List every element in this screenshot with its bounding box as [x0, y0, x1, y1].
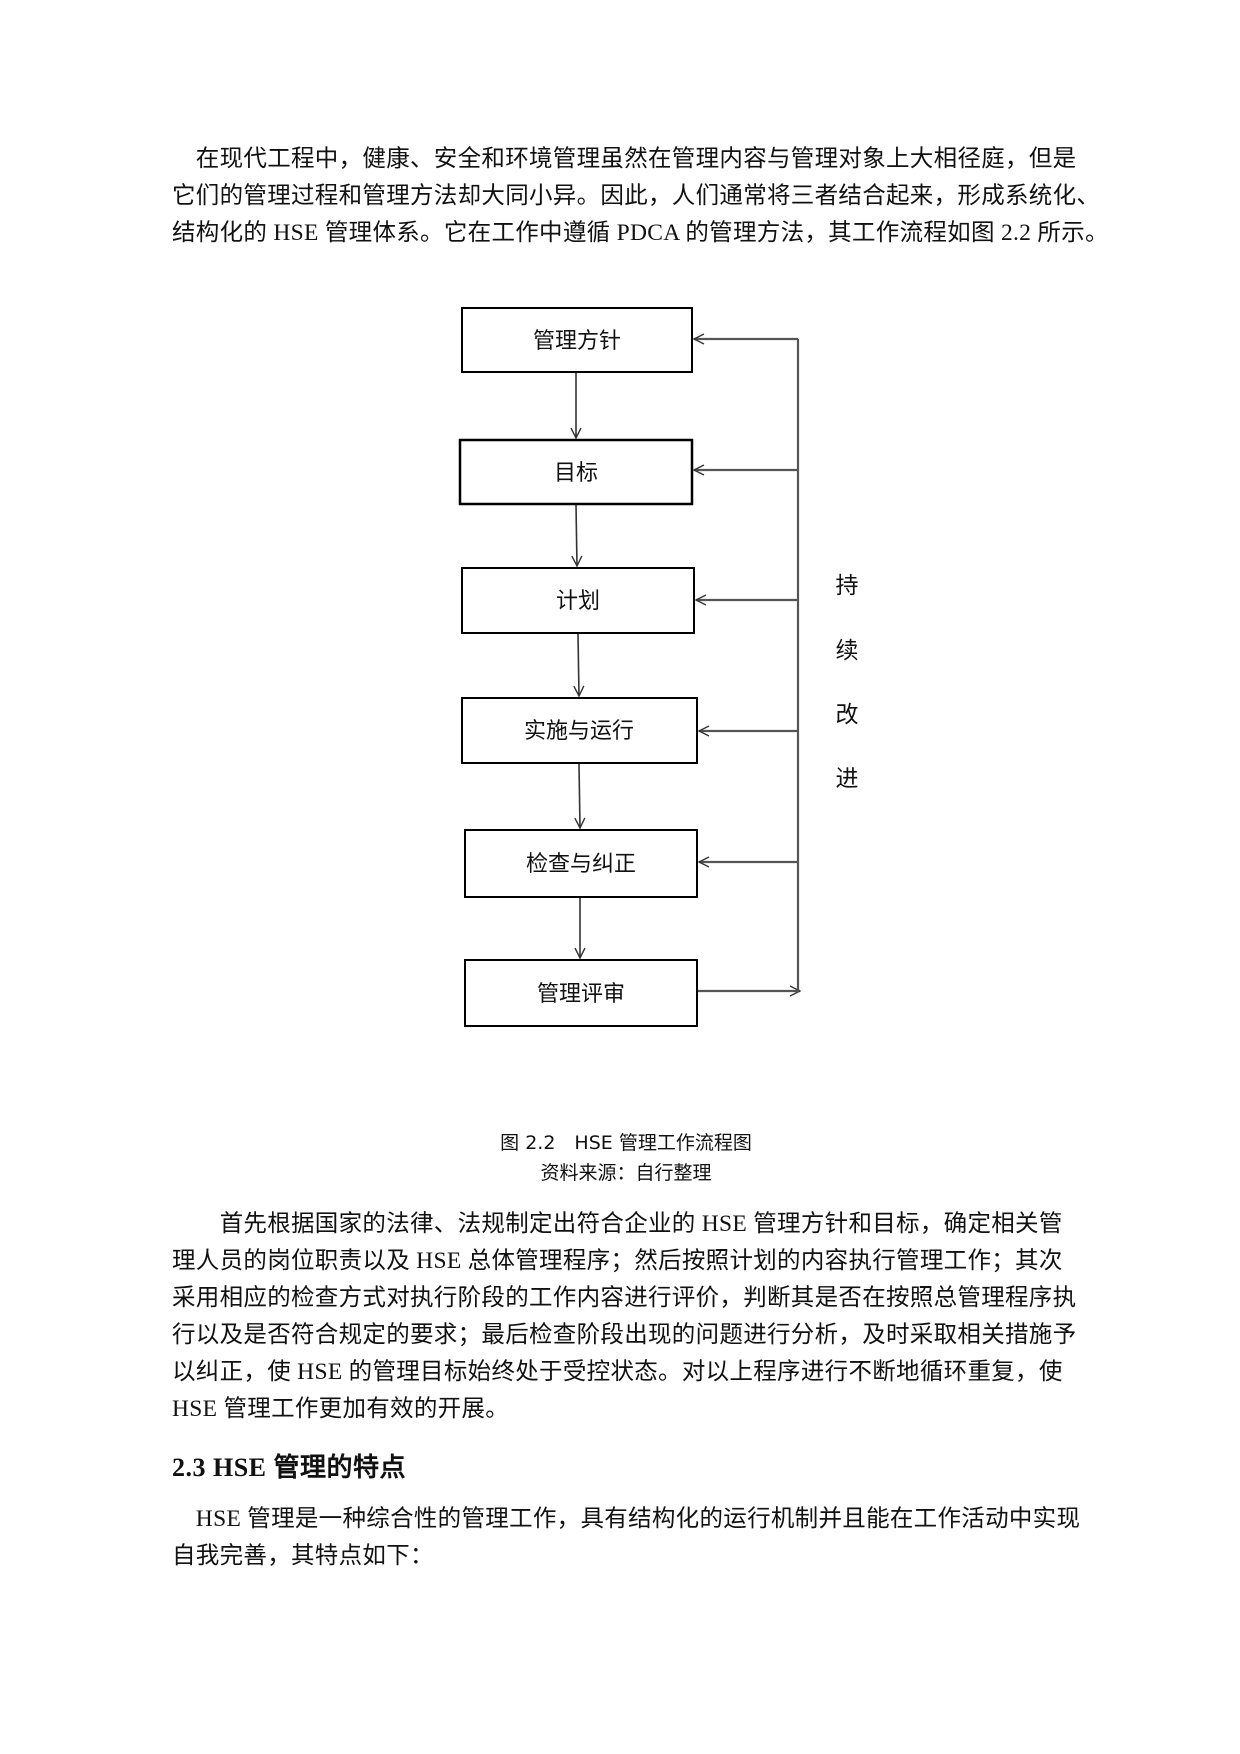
down-arrows	[576, 373, 580, 958]
box-label: 管理评审	[537, 982, 625, 1007]
side-label-char: 持	[836, 573, 859, 599]
text-line: HSE 管理是一种综合性的管理工作，具有结构化的运行机制并且能在工作活动中实现	[172, 1506, 1081, 1532]
features-paragraph: HSE 管理是一种综合性的管理工作，具有结构化的运行机制并且能在工作活动中实现 …	[172, 1501, 1122, 1575]
flow-box-implementation: 实施与运行	[461, 697, 698, 764]
flow-box-review: 管理评审	[464, 959, 698, 1027]
figure-source: 资料来源：自行整理	[540, 1162, 712, 1184]
text-line: 采用相应的检查方式对执行阶段的工作内容进行评价，判断其是否在按照总管理程序执	[172, 1285, 1077, 1311]
box-label: 检查与纠正	[526, 852, 636, 877]
intro-paragraph: 在现代工程中，健康、安全和环境管理虽然在管理内容与管理对象上大相径庭，但是 它们…	[172, 141, 1122, 252]
flow-box-policy: 管理方针	[461, 307, 693, 373]
text-line: 以纠正，使 HSE 的管理目标始终处于受控状态。对以上程序进行不断地循环重复，使	[172, 1359, 1063, 1385]
text-line: 首先根据国家的法律、法规制定出符合企业的 HSE 管理方针和目标，确定相关管	[172, 1211, 1063, 1237]
text-line: 结构化的 HSE 管理体系。它在工作中遵循 PDCA 的管理方法，其工作流程如图…	[172, 220, 1109, 246]
side-label-char: 进	[836, 766, 859, 792]
text-line: HSE 管理工作更加有效的开展。	[172, 1396, 510, 1422]
text-line: 在现代工程中，健康、安全和环境管理虽然在管理内容与管理对象上大相径庭，但是	[172, 146, 1077, 172]
box-label: 计划	[556, 589, 600, 614]
section-heading: 2.3 HSE 管理的特点	[172, 1453, 407, 1482]
box-label: 管理方针	[533, 329, 621, 354]
process-paragraph: 首先根据国家的法律、法规制定出符合企业的 HSE 管理方针和目标，确定相关管 理…	[172, 1206, 1122, 1428]
box-label: 目标	[554, 461, 598, 486]
text-line: 它们的管理过程和管理方法却大同小异。因此，人们通常将三者结合起来，形成系统化、	[172, 183, 1101, 209]
figure-caption: 图 2.2 HSE 管理工作流程图	[500, 1132, 752, 1154]
side-label-char: 续	[836, 638, 859, 664]
flow-box-checking: 检查与纠正	[464, 829, 698, 898]
text-line: 理人员的岗位职责以及 HSE 总体管理程序；然后按照计划的内容执行管理工作；其次	[172, 1248, 1063, 1274]
feedback-loop	[694, 339, 800, 992]
side-label-char: 改	[836, 702, 859, 728]
flow-box-objectives: 目标	[458, 438, 694, 506]
hse-flowchart: 管理方针 目标 计划 实施与运行 检查与纠正 管理评审 持	[458, 307, 859, 1027]
text-line: 自我完善，其特点如下：	[172, 1543, 434, 1569]
box-label: 实施与运行	[524, 719, 634, 744]
flow-box-plan: 计划	[461, 567, 695, 634]
text-line: 行以及是否符合规定的要求；最后检查阶段出现的问题进行分析，及时采取相关措施予	[172, 1322, 1077, 1348]
continuous-improvement-label: 持 续 改 进	[836, 573, 859, 792]
